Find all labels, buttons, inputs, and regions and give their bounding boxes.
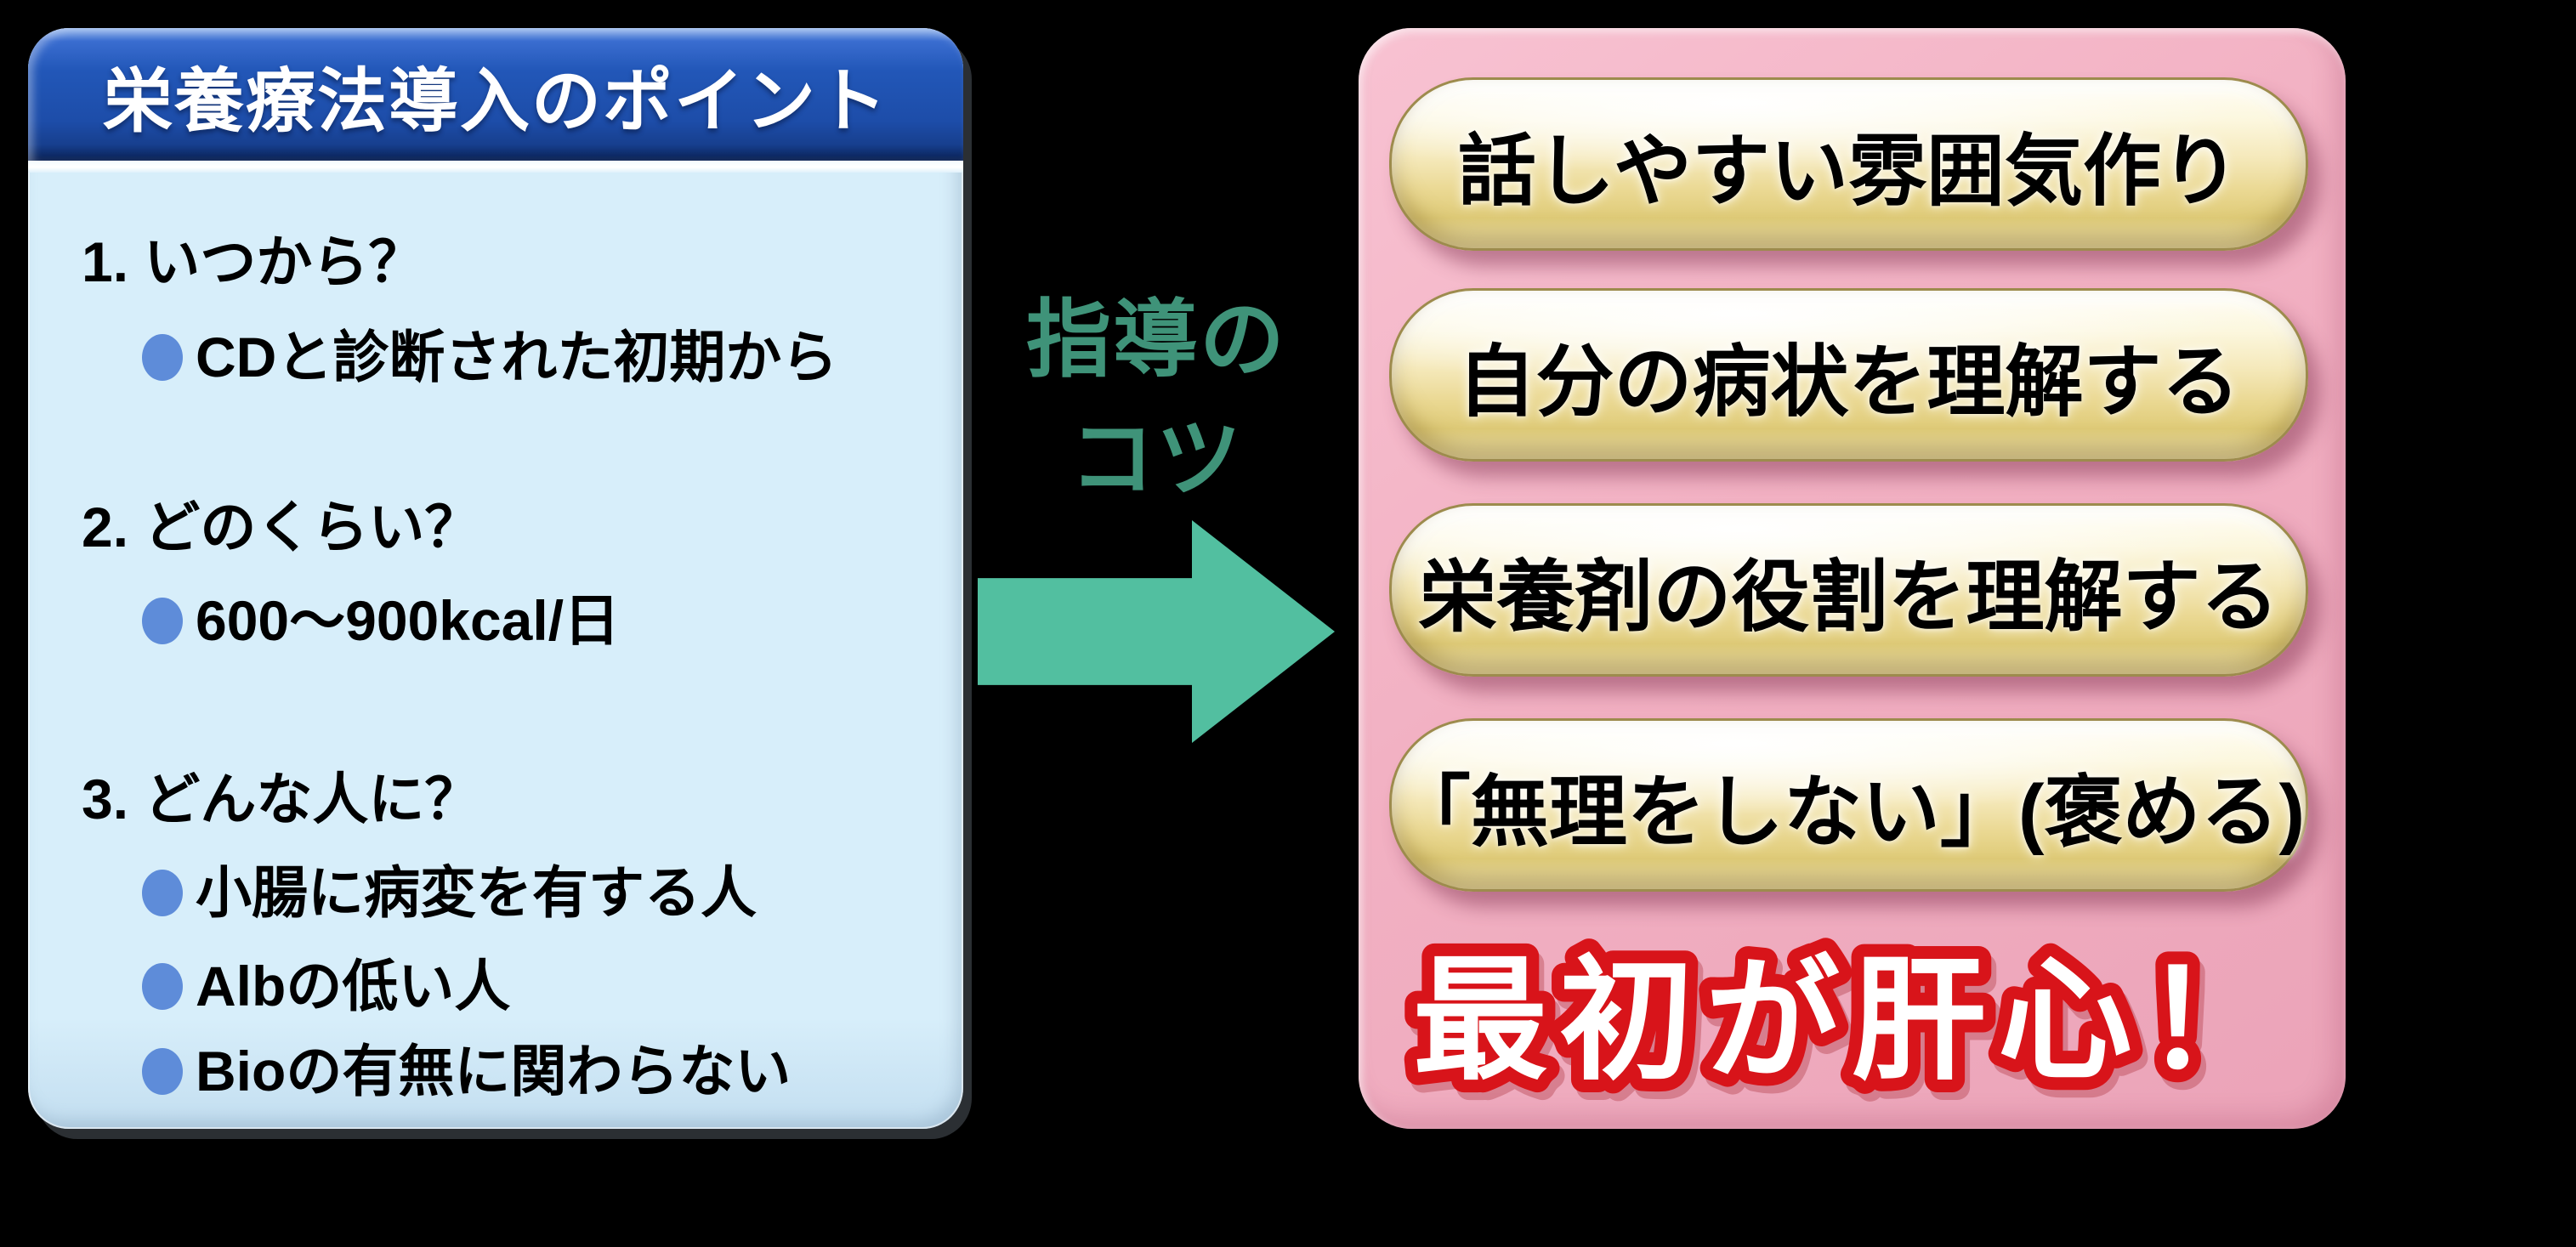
bullet-dot-icon — [142, 962, 183, 1010]
point-1-heading: 1. いつから？ — [82, 230, 425, 293]
bullet-text: Bioの有無に関わらない — [196, 1040, 792, 1102]
guidance-tips-label-line1: 指導の — [1026, 292, 1286, 388]
bullet-text: 600〜900kcal/日 — [196, 589, 621, 652]
left-panel-body: 1. いつから？ CDと診断された初期から 2. どのくらい？ 600〜900k… — [28, 198, 963, 1114]
point-2-bullet: 600〜900kcal/日 — [142, 578, 963, 663]
point-3-bullet-3: Bioの有無に関わらない — [142, 1029, 963, 1114]
point-3-heading: 3. どんな人に？ — [82, 768, 481, 830]
tip-button-2-label: 自分の病状を理解する — [1457, 338, 2240, 426]
tip-button-2: 自分の病状を理解する — [1389, 288, 2308, 462]
point-2-heading: 2. どのくらい？ — [82, 496, 481, 558]
tip-button-4: 「無理をしない」(褒める) — [1389, 718, 2308, 892]
bullet-dot-icon — [142, 597, 183, 644]
right-panel: 話しやすい雰囲気作り 自分の病状を理解する 栄養剤の役割を理解する 「無理をしな… — [1359, 28, 2346, 1129]
left-panel-title: 栄養療法導入のポイント — [102, 62, 888, 140]
tip-button-4-label: 「無理をしない」(褒める) — [1392, 768, 2306, 856]
left-panel: 栄養療法導入のポイント 1. いつから？ CDと診断された初期から 2. どのく… — [28, 28, 963, 1129]
bullet-dot-icon — [142, 333, 183, 381]
tip-button-1-label: 話しやすい雰囲気作り — [1457, 128, 2240, 215]
point-1-bullet: CDと診断された初期から — [142, 315, 963, 400]
guidance-tips-label: 指導の コツ — [978, 281, 1335, 519]
right-arrow-icon — [978, 520, 1335, 743]
bullet-dot-icon — [142, 1047, 183, 1095]
left-panel-header: 栄養療法導入のポイント — [28, 28, 963, 161]
bullet-dot-icon — [142, 869, 183, 916]
bullet-text: Albの低い人 — [196, 955, 511, 1017]
emphasis-banner: 最初が肝心！ — [1400, 933, 2291, 1108]
header-divider — [28, 161, 963, 173]
tip-button-3: 栄養剤の役割を理解する — [1389, 503, 2308, 677]
point-3-bullet-1: 小腸に病変を有する人 — [142, 850, 963, 935]
bullet-text: 小腸に病変を有する人 — [196, 861, 757, 924]
guidance-tips-label-line2: コツ — [1070, 411, 1243, 507]
point-3-bullet-2: Albの低い人 — [142, 944, 963, 1029]
tip-button-3-label: 栄養剤の役割を理解する — [1418, 553, 2279, 641]
tip-button-1: 話しやすい雰囲気作り — [1389, 77, 2308, 251]
bullet-text: CDと診断された初期から — [196, 326, 838, 388]
emphasis-text: 最初が肝心！ — [1413, 946, 2290, 1096]
